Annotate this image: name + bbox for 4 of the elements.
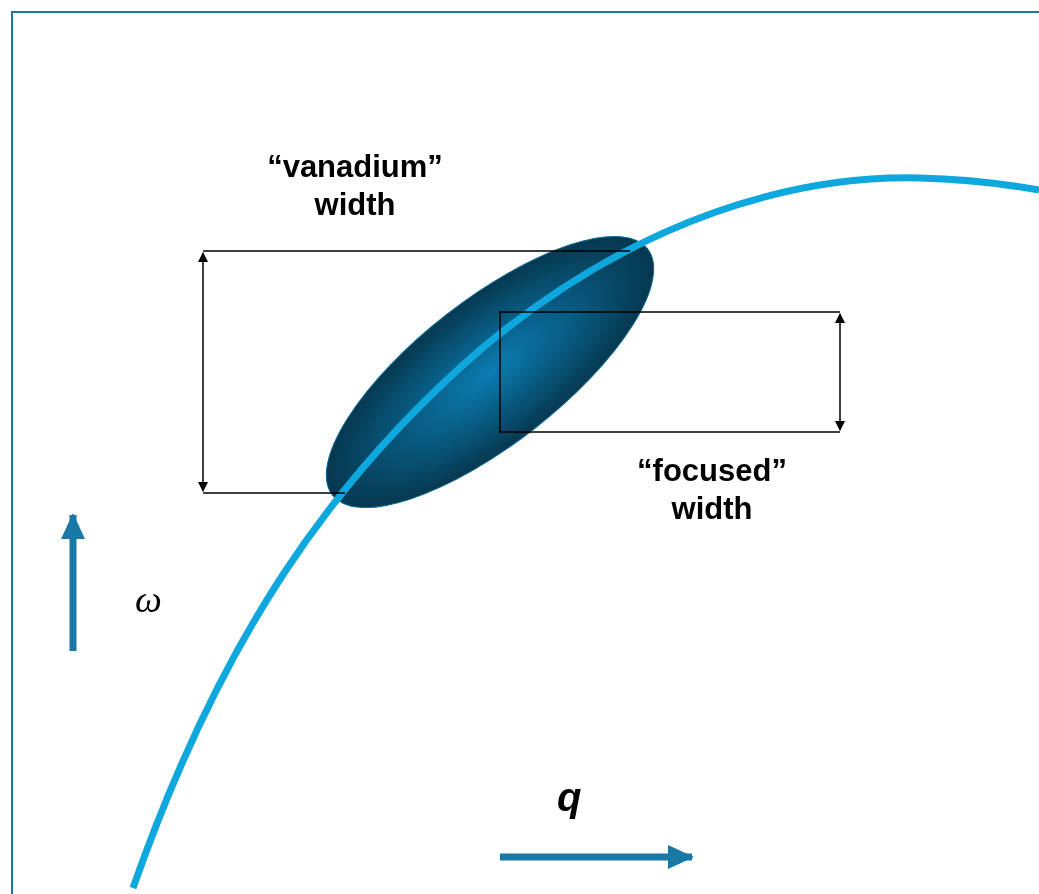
dimension-label: “focused” width <box>636 452 788 528</box>
axis-label: q <box>557 775 582 819</box>
axis-label: ω <box>135 578 162 620</box>
dimension-label: “vanadium” width <box>266 148 444 224</box>
